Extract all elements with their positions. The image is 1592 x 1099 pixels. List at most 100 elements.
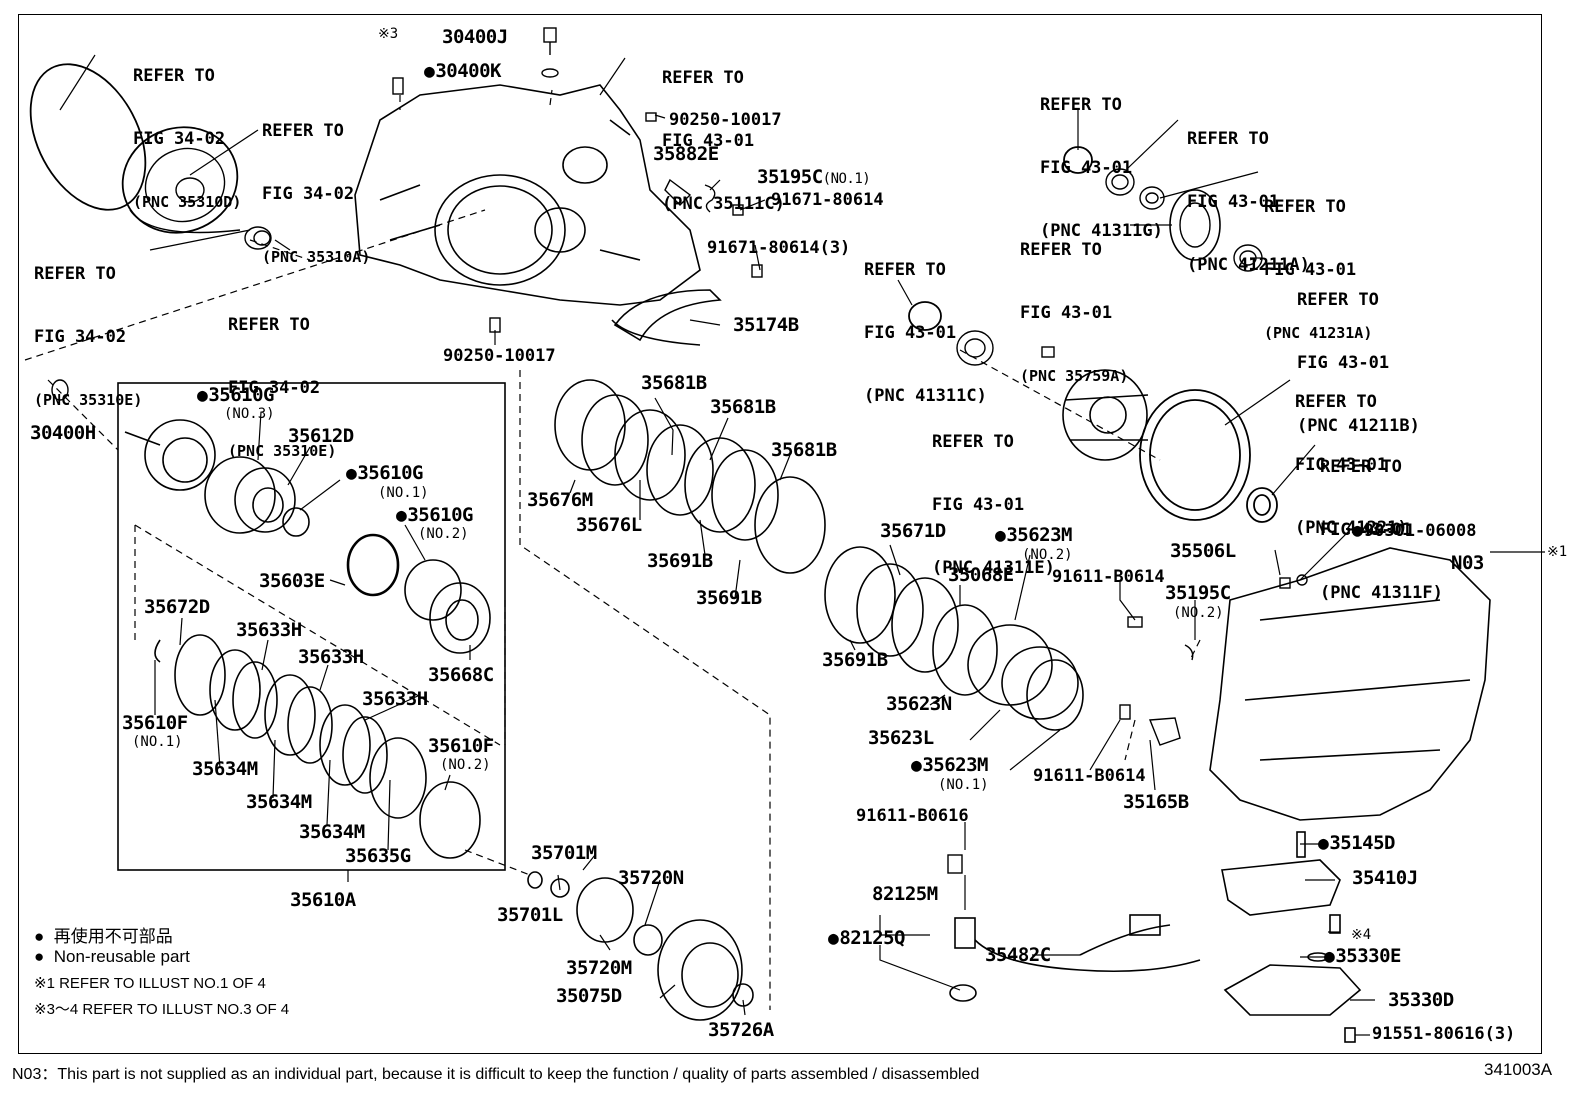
transaxle-housing-shape	[1209, 547, 1491, 821]
part-35610G-no2: 35610G	[396, 505, 473, 526]
part-35195C-no1: 35195C(NO.1)	[757, 166, 871, 188]
callout-ref-43-01-41311F: REFER TO FIG 43-01 (PNC 41311F)	[1320, 457, 1443, 603]
part-35623M-no1-sub: (NO.1)	[938, 777, 989, 793]
part-30400H: 30400H	[30, 422, 96, 444]
part-35623N: 35623N	[886, 693, 952, 715]
part-35068E: 35068E	[948, 564, 1014, 586]
callout-ref-34-02-35310A: REFER TO FIG 34-02 (PNC 35310A)	[262, 121, 371, 266]
callout-ref-43-01-41211A: REFER TO FIG 43-01 (PNC 41211A)	[1187, 129, 1310, 275]
legend-non-reusable-en: ● Non-reusable part	[34, 947, 190, 966]
callout-ref-43-01-35111C: REFER TO FIG 43-01 (PNC 35111C)	[662, 68, 785, 214]
part-35623M-no2-sub: (NO.2)	[1022, 547, 1073, 563]
part-35145D: 35145D	[1318, 833, 1395, 854]
part-35691B-a: 35691B	[647, 550, 713, 572]
callout-ref-43-01-35759A: REFER TO FIG 43-01 (PNC 35759A)	[1020, 240, 1129, 385]
part-35882E: 35882E	[653, 143, 719, 165]
part-35330D: 35330D	[1388, 989, 1454, 1011]
part-91671-80614: 91671-80614	[771, 190, 884, 210]
part-N03: N03	[1451, 552, 1484, 574]
part-35610F-no2: 35610F	[428, 735, 494, 757]
part-35623M-no2: 35623M	[995, 525, 1072, 546]
part-35691B-b: 35691B	[696, 587, 762, 609]
callout-ref-43-01-41231A: REFER TO FIG 43-01 (PNC 41231A)	[1264, 197, 1373, 342]
dashed-assembly-lines	[24, 89, 1201, 1010]
callout-ref-34-02-35310E-b: REFER TO FIG 34-02 (PNC 35310E)	[228, 315, 337, 460]
part-35691B-c: 35691B	[822, 649, 888, 671]
part-91551-80616-3: 91551-80616(3)	[1372, 1024, 1516, 1044]
part-90250-10017-a: 90250-10017	[669, 110, 782, 130]
part-35633H-b: 35633H	[298, 646, 364, 668]
clutch-pack-left-shape	[154, 634, 481, 859]
shield-plate-shape	[611, 289, 722, 346]
part-35174B: 35174B	[733, 314, 799, 336]
part-35482C: 35482C	[985, 944, 1051, 966]
part-35681B-a: 35681B	[641, 372, 707, 394]
part-30400J: 30400J	[442, 26, 508, 48]
part-35720N: 35720N	[618, 867, 684, 889]
clutch-pack-middle-shape	[554, 379, 1084, 731]
part-91611-B0614-b: 91611-B0614	[1033, 766, 1146, 786]
part-35672D: 35672D	[144, 596, 210, 618]
transaxle-case-shape	[354, 84, 701, 306]
part-91611-B0614-a: 91611-B0614	[1052, 567, 1165, 587]
callout-ref-43-01-41311G: REFER TO FIG 43-01 (PNC 41311G)	[1040, 95, 1163, 241]
footer-note: N03：This part is not supplied as an indi…	[12, 1066, 980, 1083]
note-x1: ※1	[1547, 544, 1568, 560]
sub-assembly-box	[117, 382, 506, 871]
part-35726A: 35726A	[708, 1019, 774, 1041]
part-35610G-no3-sub: (NO.3)	[224, 406, 275, 422]
part-30400K: 30400K	[424, 61, 501, 82]
part-35633H-a: 35633H	[236, 619, 302, 641]
part-35165B: 35165B	[1123, 791, 1189, 813]
bullet-icon: ●	[34, 927, 54, 946]
part-91611-B0616: 91611-B0616	[856, 806, 969, 826]
part-35701L: 35701L	[497, 904, 563, 926]
part-35623M-no1: 35623M	[911, 755, 988, 776]
part-35701M: 35701M	[531, 842, 597, 864]
part-35610G-no2-sub: (NO.2)	[418, 526, 469, 542]
part-82125M: 82125M	[872, 883, 938, 905]
part-35668C: 35668C	[428, 664, 494, 686]
callout-ref-34-02-35310E-a: REFER TO FIG 34-02 (PNC 35310E)	[34, 264, 143, 409]
part-35671D: 35671D	[880, 520, 946, 542]
part-35610F-no1-sub: (NO.1)	[132, 734, 183, 750]
legend-note-2: ※3～4 REFER TO ILLUST NO.3 OF 4	[34, 1001, 290, 1018]
note-x3: ※3	[378, 26, 399, 42]
part-35612D: 35612D	[288, 425, 354, 447]
oil-pump-shape	[121, 126, 241, 234]
part-35195C-no2-sub: (NO.2)	[1173, 605, 1224, 621]
part-35506L: 35506L	[1170, 540, 1236, 562]
note-x4: ※4	[1351, 927, 1372, 943]
legend-note-1: ※1 REFER TO ILLUST NO.1 OF 4	[34, 975, 266, 992]
part-35634M-b: 35634M	[246, 791, 312, 813]
part-35634M-a: 35634M	[192, 758, 258, 780]
gear-assembly-bottom-shape	[527, 871, 754, 1021]
part-35634M-c: 35634M	[299, 821, 365, 843]
bolts-top-shape	[392, 27, 763, 333]
clutch-drum-shape	[124, 419, 491, 654]
diagram-frame	[18, 14, 1542, 1054]
part-35635G: 35635G	[345, 845, 411, 867]
part-90301-06008: 90301-06008	[1352, 520, 1477, 542]
part-82125Q: 82125Q	[828, 928, 905, 949]
ring-gear-shape	[1139, 389, 1278, 523]
callout-ref-43-01-41211B: REFER TO FIG 43-01 (PNC 41211B)	[1297, 290, 1420, 436]
part-35075D: 35075D	[556, 985, 622, 1007]
part-35610G-no1: 35610G	[346, 463, 423, 484]
bullet-icon: ●	[34, 947, 54, 966]
part-35603E: 35603E	[259, 570, 325, 592]
pump-oring-shape	[29, 63, 147, 211]
part-35610G-no3: 35610G	[197, 385, 274, 406]
part-35610F-no1: 35610F	[122, 712, 188, 734]
valve-body-shape	[1221, 831, 1362, 1043]
part-35410J: 35410J	[1352, 867, 1418, 889]
wire-harness-shape	[949, 914, 1201, 1002]
part-35676L: 35676L	[576, 514, 642, 536]
part-35681B-c: 35681B	[771, 439, 837, 461]
part-35681B-b: 35681B	[710, 396, 776, 418]
part-35720M: 35720M	[566, 957, 632, 979]
part-35610F-no2-sub: (NO.2)	[440, 757, 491, 773]
callout-ref-43-01-41311E: REFER TO FIG 43-01 (PNC 41311E)	[932, 432, 1055, 578]
part-35195C-no2: 35195C	[1165, 582, 1231, 604]
